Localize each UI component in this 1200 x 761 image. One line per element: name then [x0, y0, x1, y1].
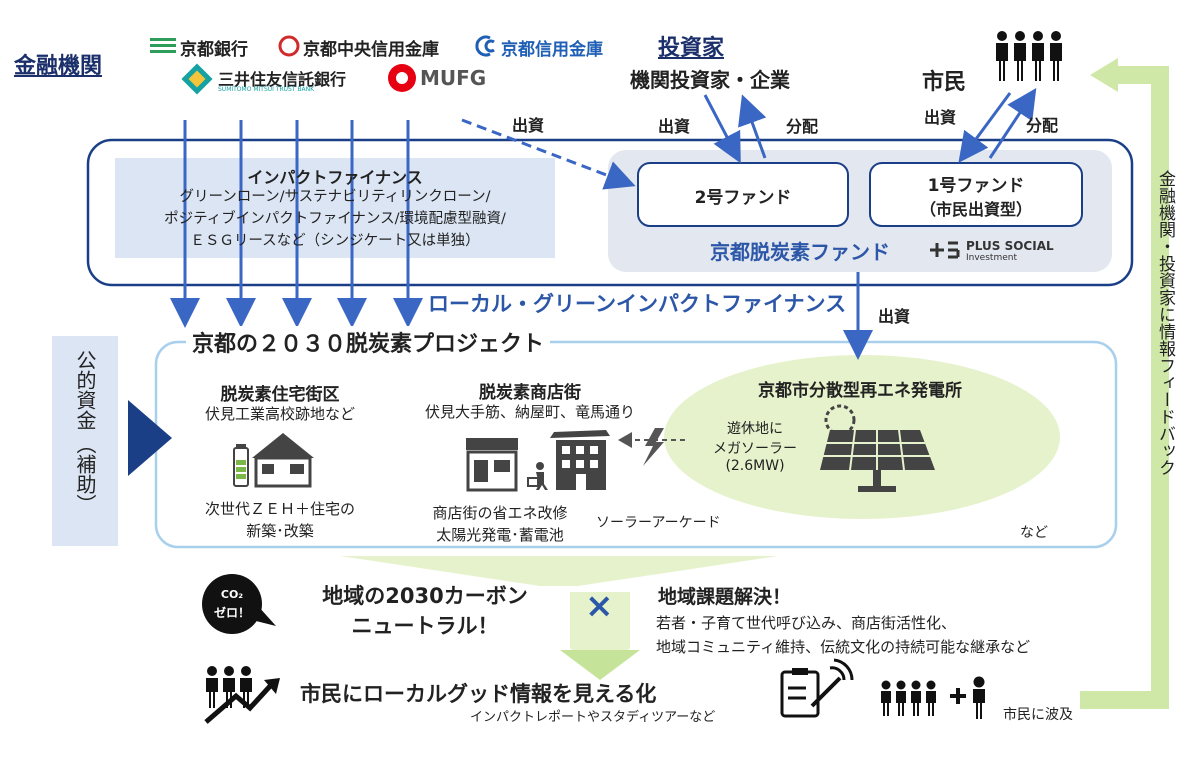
times-symbol: ×: [585, 586, 614, 626]
regional-title: 地域課題解決！: [658, 586, 792, 608]
citizen-dividend-arrow: [988, 87, 1037, 159]
solar-arcade-label: ソーラーアーケード: [596, 515, 721, 531]
feedback-label: 金融機関・投資家に情報フィードバック: [1155, 170, 1175, 476]
power-plant-desc2: メガソーラー: [713, 441, 797, 457]
public-funds-paren: （補助）: [73, 434, 97, 514]
kyoto-decarbonization-fund: 京都脱炭素ファンド: [710, 240, 890, 264]
fund1-box: [869, 162, 1083, 227]
regional-line1: 若者・子育て世代呼び込み、商店街活性化、: [656, 614, 957, 632]
kyoto-shinkin-logo-mark: [475, 35, 495, 57]
house-icon: [233, 433, 314, 488]
plus-social-name: PLUS SOCIAL: [966, 239, 1054, 253]
investors-title: 投資家: [658, 36, 725, 61]
public-funds-text: 公的資金 （補助）: [68, 350, 102, 514]
logo-kyoto-chuo: 京都中央信用金庫: [303, 40, 439, 60]
sumitomo-logo-mark: [181, 63, 213, 95]
public-funds-box: [52, 336, 118, 546]
solar-panel-icon: [820, 404, 935, 492]
impact-finance-title: インパクトファイナンス: [247, 168, 423, 187]
citizens-invest-label: 出資: [924, 108, 957, 127]
fund2-box: [637, 162, 849, 227]
investor-dividend-arrow: [738, 94, 767, 159]
residential-title: 脱炭素住宅街区: [220, 385, 340, 405]
people-growth-icon: [204, 666, 280, 724]
residential-desc1: 次世代ＺＥＨ＋住宅の: [204, 500, 355, 518]
plus-social-sub: Investment: [966, 253, 1017, 263]
lightning-icon: [643, 428, 664, 466]
logo-sumitomo-en: SUMITOMO MITSUI TRUST BANK: [218, 86, 315, 93]
bank-down-arrows: [170, 120, 423, 328]
shopping-location: 伏見大手筋、納屋町、竜馬通り: [424, 403, 635, 421]
impact-finance-line: ＥＳＧリースなど（シンジケート又は単独）: [190, 233, 480, 249]
power-plant-desc1: 遊休地に: [727, 421, 783, 437]
co2-bubble: [202, 574, 276, 634]
impact-finance-description: グリーンローン/サステナビリティリンクローン/ ポジティブインパクトファイナンス…: [115, 186, 555, 252]
citizens-icon: [996, 31, 1062, 81]
fund2-label: 2号ファンド: [694, 188, 792, 208]
bank-invest-label: 出資: [512, 116, 545, 135]
shopping-title: 脱炭素商店街: [479, 383, 581, 403]
ripple-people-icon: [881, 676, 985, 719]
local-green-impact-finance: ローカル・グリーンインパクトファイナンス: [428, 292, 847, 316]
impact-finance-line: ポジティブインパクトファイナンス/環境配慮型融資/: [164, 211, 506, 227]
citizens-dividend-label: 分配: [1026, 116, 1059, 135]
citizen-invest-arrow: [958, 92, 1012, 163]
project-title: 京都の２０３０脱炭素プロジェクト: [186, 326, 551, 358]
fund1-label: 1号ファンド: [927, 176, 1025, 196]
residential-desc2: 新築･改築: [246, 522, 314, 540]
local-good-sub: インパクトレポートやスタディツアーなど: [470, 710, 716, 725]
report-icon: [780, 658, 854, 718]
bank-to-fund-arrow: [461, 118, 636, 190]
etc-label: など: [1020, 525, 1048, 541]
logo-mufg: MUFG: [420, 66, 487, 90]
kyoto-bank-logo-mark: [150, 38, 176, 53]
green-funnel: [340, 556, 778, 586]
investors-subtitle: 機関投資家・企業: [630, 68, 790, 92]
shopping-desc1: 商店街の省エネ改修: [432, 504, 568, 522]
investors-invest-label: 出資: [658, 117, 691, 136]
local-good-title: 市民にローカルグッド情報を見える化: [300, 682, 657, 706]
investors-dividend-label: 分配: [786, 117, 819, 136]
ripple-label: 市民に波及: [1003, 707, 1073, 723]
feedback-arrow: [1080, 58, 1169, 709]
citizens-title: 市民: [922, 70, 967, 95]
mufg-logo-mark: [388, 64, 416, 92]
carbon-neutral-line1: 地域の2030カーボン: [322, 584, 528, 608]
fund-invest-label: 出資: [878, 307, 911, 326]
co2-badge-line2: ゼロ！: [213, 606, 250, 620]
power-plant-desc3: (2.6MW): [725, 458, 785, 474]
plus-social-logo-mark: [930, 241, 960, 259]
shopper-icon: [527, 462, 548, 490]
public-funds-arrow: [128, 400, 172, 476]
investor-invest-arrow: [703, 94, 741, 164]
public-funds-label: 公的資金: [73, 350, 97, 430]
impact-finance-box: [115, 158, 555, 258]
power-plant-title: 京都市分散型再エネ発電所: [758, 381, 962, 401]
kyoto-chuo-logo-mark: [278, 35, 300, 57]
carbon-neutral-line2: ニュートラル！: [351, 614, 499, 638]
fund1-sublabel: （市民出資型）: [919, 200, 1032, 219]
regional-line2: 地域コミュニティ維持、伝統文化の持続可能な継承など: [656, 638, 1031, 656]
shopping-desc2: 太陽光発電･蓄電池: [436, 526, 564, 544]
impact-finance-line: グリーンローン/サステナビリティリンクローン/: [179, 189, 491, 205]
co2-badge-line1: CO₂: [220, 588, 244, 601]
logo-kyoto-bank: 京都銀行: [180, 40, 248, 60]
financial-institutions-title: 金融機関: [14, 54, 103, 79]
shop-icon: [466, 438, 518, 492]
residential-location: 伏見工業高校跡地など: [204, 405, 355, 423]
logo-kyoto-shinkin: 京都信用金庫: [501, 40, 603, 60]
building-icon: [550, 430, 610, 490]
logo-sumitomo: 三井住友信託銀行: [218, 70, 347, 89]
